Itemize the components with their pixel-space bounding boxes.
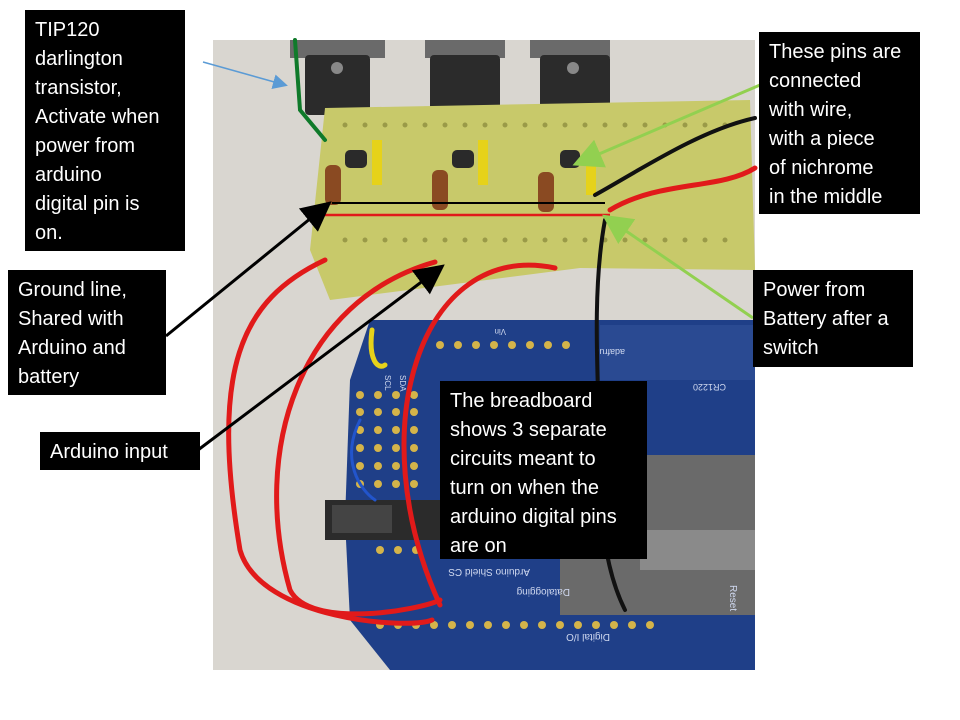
digital-io-label: Digital I/O (566, 631, 610, 642)
datalogging-label: Datalogging (517, 586, 570, 597)
resistor (538, 172, 554, 212)
callout-power: Power from Battery after a switch (753, 270, 913, 367)
callout-tip120: TIP120 darlington transistor, Activate w… (25, 10, 185, 251)
reset-label: Reset (727, 585, 738, 611)
resistor (325, 165, 341, 205)
vin-label: Vin (495, 327, 506, 336)
cr1220-label: CR1220 (693, 382, 726, 392)
shield-label: Arduino Shield CS (448, 566, 530, 577)
scl-label: SCL (383, 375, 392, 391)
callout-ground-line: Ground line, Shared with Arduino and bat… (8, 270, 166, 395)
sda-label: SDA (398, 375, 407, 392)
callout-pins: These pins are connected with wire, with… (759, 32, 920, 214)
callout-arduino-input: Arduino input (40, 432, 200, 470)
callout-breadboard: The breadboard shows 3 separate circuits… (440, 381, 647, 559)
resistor (432, 170, 448, 210)
adafruit-label: adafruit (594, 347, 625, 357)
